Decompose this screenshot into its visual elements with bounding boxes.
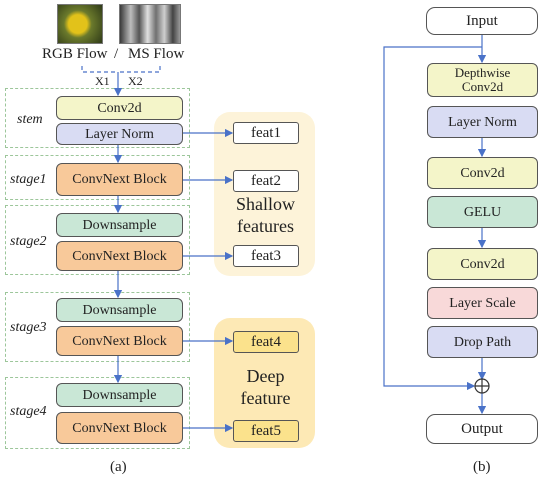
x2-label: X2 (128, 74, 143, 88)
input-separator: / (114, 46, 119, 62)
feat1-box: feat1 (233, 122, 299, 144)
caption-b: (b) (473, 459, 491, 475)
stem-conv2d-box: Conv2d (56, 96, 183, 120)
stage4-downsample-box: Downsample (56, 383, 183, 407)
x1-label: X1 (95, 74, 110, 88)
x2-dashed-connector (118, 66, 161, 73)
stage2-frame (5, 205, 190, 275)
b-conv2d-box-1: Conv2d (427, 157, 538, 189)
stage3-downsample-box: Downsample (56, 298, 183, 322)
stage3-frame (5, 292, 190, 362)
stage4-convnext-block: ConvNext Block (56, 412, 183, 444)
ms-flow-image (119, 4, 181, 44)
stage4-frame (5, 377, 190, 449)
layer-scale-box: Layer Scale (427, 287, 538, 319)
b-conv2d-box-2: Conv2d (427, 248, 538, 280)
caption-a: (a) (110, 459, 127, 475)
stem-frame (5, 88, 190, 148)
depthwise-conv2d-box: Depthwise Conv2d (427, 63, 538, 97)
stage2-label: stage2 (10, 234, 47, 249)
shallow-features-label: Shallow features (235, 194, 295, 236)
stage2-downsample-box: Downsample (56, 213, 183, 237)
stage2-convnext-block: ConvNext Block (56, 241, 183, 271)
stem-layer-norm-box: Layer Norm (56, 123, 183, 145)
stage1-frame (5, 155, 190, 200)
gelu-box: GELU (427, 196, 538, 228)
drop-path-box: Drop Path (427, 326, 538, 358)
stage1-label: stage1 (10, 172, 47, 187)
feat4-box: feat4 (233, 331, 299, 353)
b-layer-norm-box: Layer Norm (427, 106, 538, 138)
add-icon (474, 378, 490, 394)
deep-feature-label: Deep feature (240, 366, 291, 408)
rgb-flow-image (57, 4, 103, 44)
stage3-convnext-block: ConvNext Block (56, 326, 183, 356)
stage1-convnext-block: ConvNext Block (56, 163, 183, 196)
stage4-label: stage4 (10, 404, 47, 419)
feat5-box: feat5 (233, 420, 299, 442)
rgb-flow-label: RGB Flow (42, 46, 108, 62)
x1-dashed-connector (81, 66, 118, 73)
output-box: Output (426, 414, 538, 444)
input-box: Input (426, 7, 538, 35)
ms-flow-label: MS Flow (128, 46, 185, 62)
feat2-box: feat2 (233, 170, 299, 192)
feat3-box: feat3 (233, 245, 299, 267)
stem-label: stem (17, 112, 43, 127)
stage3-label: stage3 (10, 320, 47, 335)
residual-connection (383, 46, 482, 391)
